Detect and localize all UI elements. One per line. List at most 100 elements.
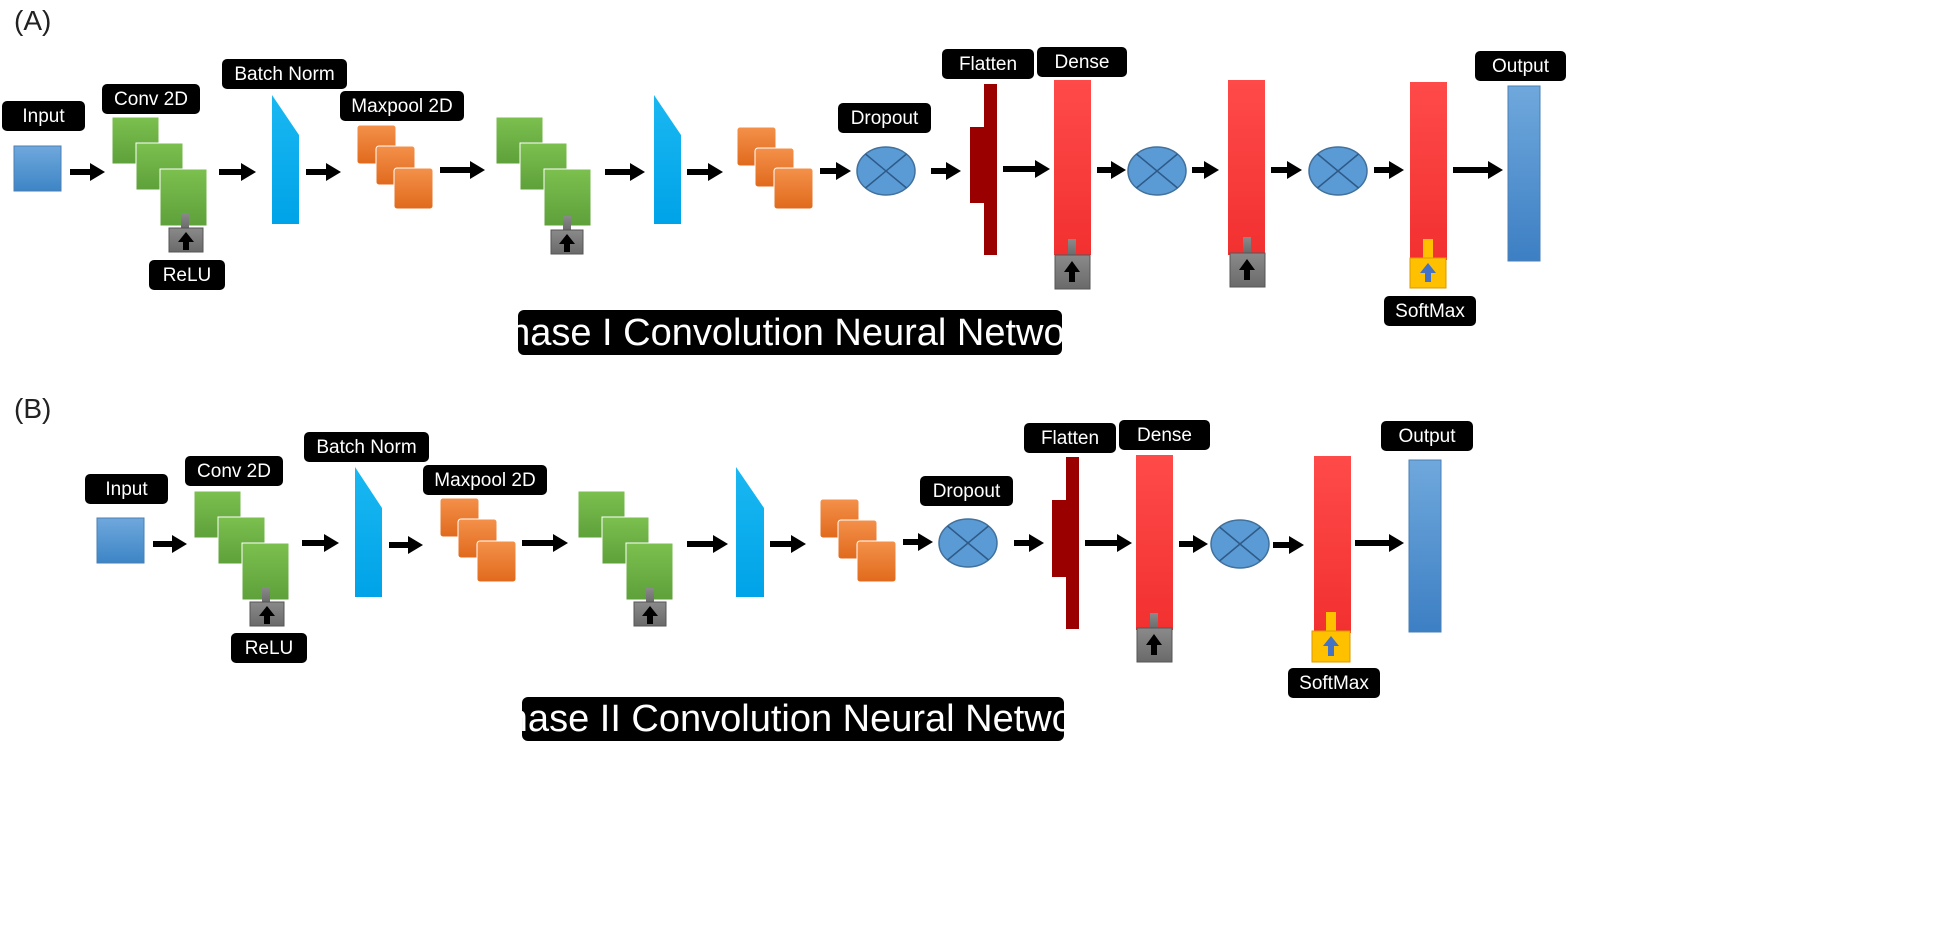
flow-arrow-icon	[931, 162, 961, 180]
maxpool-label: Maxpool 2D	[340, 91, 464, 121]
svg-text:Batch Norm: Batch Norm	[234, 64, 334, 85]
conv-layer-2	[577, 490, 674, 601]
crossed-circle-icon	[938, 518, 998, 568]
svg-text:Flatten: Flatten	[1041, 428, 1099, 449]
flow-arrow-icon	[687, 163, 723, 181]
svg-text:Phase II Convolution Neural Ne: Phase II Convolution Neural Network	[481, 698, 1105, 740]
maxpool-label: Maxpool 2D	[423, 465, 547, 495]
svg-text:Dropout: Dropout	[851, 108, 919, 129]
crossed-circle-icon	[1308, 146, 1368, 196]
svg-text:Input: Input	[105, 479, 148, 500]
svg-text:Input: Input	[22, 106, 65, 127]
flow-arrow-icon	[522, 534, 568, 552]
flow-arrow-icon	[302, 534, 339, 552]
flow-arrow-icon	[306, 163, 341, 181]
panel-letter: (A)	[14, 5, 51, 36]
flow-arrow-icon	[1355, 534, 1404, 552]
flow-arrow-icon	[153, 535, 187, 553]
panel-b: (B) Input Conv 2D ReLU	[14, 393, 1473, 741]
input-layer	[96, 517, 145, 564]
batchnorm-layer-2	[654, 95, 681, 224]
crossed-circle-icon	[1127, 146, 1187, 196]
svg-text:Conv 2D: Conv 2D	[197, 461, 271, 482]
flow-arrow-icon	[1097, 161, 1126, 179]
svg-text:Maxpool 2D: Maxpool 2D	[351, 96, 452, 117]
relu-activation-icon	[168, 213, 204, 253]
output-layer	[1408, 459, 1442, 633]
maxpool-layer	[356, 124, 434, 210]
softmax-dense-layer	[1314, 456, 1351, 633]
flow-arrow-icon	[1374, 161, 1404, 179]
crossed-circle-icon	[856, 146, 916, 196]
batchnorm-label: Batch Norm	[222, 59, 347, 89]
flow-arrow-icon	[70, 163, 105, 181]
flow-arrow-icon	[389, 536, 423, 554]
svg-text:Maxpool 2D: Maxpool 2D	[434, 470, 535, 491]
relu-activation-icon	[1136, 613, 1173, 663]
flatten-label: Flatten	[1024, 423, 1116, 453]
batchnorm-layer	[272, 95, 299, 224]
svg-text:Dense: Dense	[1055, 52, 1110, 73]
flow-arrow-icon	[1085, 534, 1132, 552]
panel-a: (A) Input Conv 2D ReLU	[2, 5, 1566, 355]
flow-arrow-icon	[440, 161, 485, 179]
relu-label: ReLU	[231, 633, 307, 663]
svg-text:Phase I Convolution Neural Net: Phase I Convolution Neural Network	[484, 312, 1098, 354]
output-label: Output	[1381, 421, 1473, 451]
relu-activation-icon	[633, 588, 667, 627]
input-layer	[13, 145, 62, 192]
dense-layer	[1054, 80, 1091, 255]
maxpool-layer-2	[736, 126, 814, 210]
flow-arrow-icon	[1271, 161, 1302, 179]
relu-activation-icon	[550, 216, 584, 255]
conv-label: Conv 2D	[185, 456, 283, 486]
svg-text:Flatten: Flatten	[959, 54, 1017, 75]
panel-title: Phase I Convolution Neural Network	[484, 310, 1098, 355]
flow-arrow-icon	[770, 535, 806, 553]
svg-text:SoftMax: SoftMax	[1299, 673, 1369, 694]
relu-label: ReLU	[149, 260, 225, 290]
flow-arrow-icon	[1179, 535, 1208, 553]
softmax-activation-icon	[1311, 612, 1351, 663]
flow-arrow-icon	[903, 533, 933, 551]
svg-text:Batch Norm: Batch Norm	[316, 437, 416, 458]
input-label: Input	[2, 101, 85, 131]
relu-activation-icon	[1054, 239, 1091, 290]
dense-layer-2	[1228, 80, 1265, 255]
svg-text:Dense: Dense	[1137, 425, 1192, 446]
svg-text:SoftMax: SoftMax	[1395, 301, 1465, 322]
output-layer	[1507, 85, 1541, 262]
softmax-label: SoftMax	[1288, 668, 1380, 698]
maxpool-layer	[439, 497, 517, 583]
flow-arrow-icon	[1014, 534, 1044, 552]
flow-arrow-icon	[1273, 536, 1304, 554]
dense-label: Dense	[1119, 420, 1210, 450]
svg-text:Conv 2D: Conv 2D	[114, 89, 188, 110]
crossed-circle-icon	[1210, 519, 1270, 569]
svg-text:Output: Output	[1492, 56, 1550, 77]
conv-layer-2	[495, 116, 592, 227]
flatten-layer	[1052, 457, 1079, 629]
svg-text:ReLU: ReLU	[245, 638, 294, 659]
flow-arrow-icon	[1192, 161, 1219, 179]
conv-layer	[111, 116, 208, 227]
relu-activation-icon	[249, 587, 285, 627]
conv-layer	[193, 490, 290, 601]
dropout-label: Dropout	[920, 476, 1013, 506]
svg-text:Dropout: Dropout	[933, 481, 1001, 502]
flatten-label: Flatten	[942, 49, 1034, 79]
panel-title: Phase II Convolution Neural Network	[481, 697, 1106, 741]
svg-text:ReLU: ReLU	[163, 265, 212, 286]
softmax-label: SoftMax	[1384, 296, 1476, 326]
maxpool-layer-2	[819, 498, 897, 583]
softmax-activation-icon	[1409, 239, 1447, 289]
flow-arrow-icon	[820, 162, 851, 180]
dense-label: Dense	[1037, 47, 1127, 77]
batchnorm-layer-2	[736, 467, 764, 597]
conv-label: Conv 2D	[102, 84, 200, 114]
flow-arrow-icon	[687, 535, 728, 553]
input-label: Input	[85, 474, 168, 504]
relu-activation-icon	[1229, 237, 1266, 288]
batchnorm-layer	[355, 467, 382, 597]
